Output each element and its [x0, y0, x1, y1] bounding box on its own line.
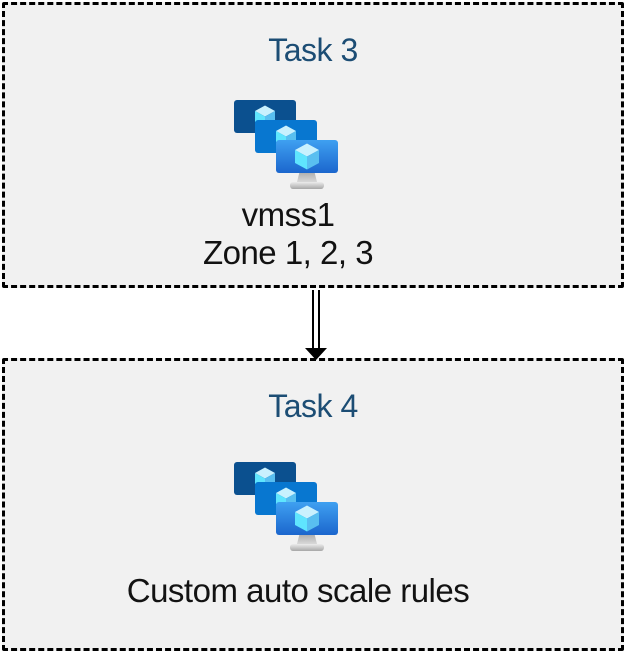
task4-caption: Custom auto scale rules — [0, 572, 606, 610]
vm-scale-sets-icon — [234, 100, 338, 192]
task4-title: Task 4 — [268, 388, 358, 424]
task3-box: Task 3 vmss1 Zone 1, 2, 3 — [2, 2, 624, 288]
task3-caption: vmss1 Zone 1, 2, 3 — [0, 196, 596, 272]
task3-title: Task 3 — [268, 32, 358, 68]
vm-scale-sets-icon — [234, 100, 338, 192]
connector-arrow-down — [305, 290, 327, 360]
vm-scale-sets-icon — [234, 462, 338, 554]
task4-box: Task 4 Custom auto scale rules — [2, 358, 624, 651]
zones-label: Zone 1, 2, 3 — [202, 234, 374, 271]
autoscale-rules-label: Custom auto scale rules — [126, 572, 470, 609]
vm-scale-sets-icon — [234, 462, 338, 554]
arrowhead-icon — [305, 348, 327, 360]
vmss-name-label: vmss1 — [241, 196, 335, 233]
